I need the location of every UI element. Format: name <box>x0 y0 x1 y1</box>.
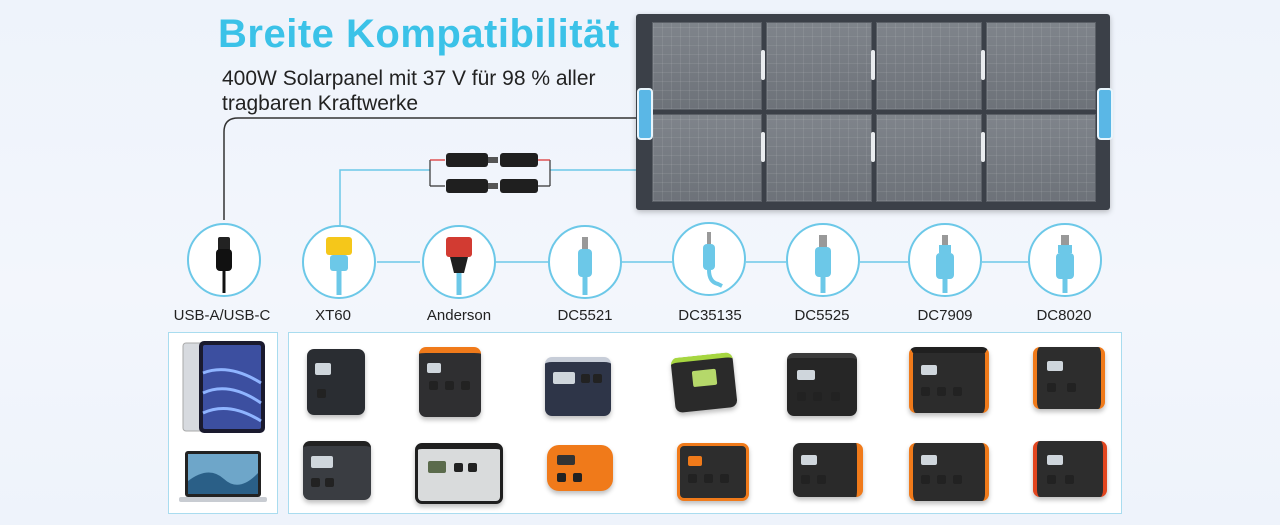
station-orange-jackery <box>909 347 989 413</box>
station-goalzero-yellow <box>415 443 503 504</box>
station-black-handle <box>787 353 857 416</box>
connector-label-dc35135: DC35135 <box>678 307 742 324</box>
station-gray-wide <box>303 441 371 500</box>
station-black-tall <box>307 349 365 415</box>
connector-usb <box>187 223 261 297</box>
connector-label-usb: USB-A/USB-C <box>173 307 271 324</box>
dc35135-plug-icon <box>703 232 723 288</box>
dc8020-plug-icon <box>1056 235 1074 293</box>
dc7909-plug-icon <box>936 235 954 293</box>
station-orange-rounded <box>547 445 613 491</box>
solar-panel <box>636 14 1113 210</box>
dc5521-plug-icon <box>578 237 592 295</box>
station-navy-handle <box>545 357 611 416</box>
connector-anderson <box>422 225 496 299</box>
connector-dc35135 <box>672 222 746 296</box>
laptop-icon <box>179 451 267 502</box>
anderson-plug-icon <box>446 237 472 295</box>
power-stations-box <box>288 332 1122 514</box>
station-red-small <box>1033 441 1107 497</box>
connector-xt60 <box>302 225 376 299</box>
connector-dc5525 <box>786 223 860 297</box>
subtitle-line-2: tragbaren Kraftwerke <box>222 92 419 115</box>
connector-label-dc7909: DC7909 <box>917 307 973 324</box>
xt60-plug-icon <box>326 237 352 295</box>
page-subtitle: 400W Solarpanel mit 37 V für 98 % aller … <box>222 66 632 116</box>
page-title: Breite Kompatibilität <box>218 12 620 56</box>
connector-dc5521 <box>548 225 622 299</box>
panel-handle-right <box>1097 88 1113 140</box>
station-black-orange-2 <box>793 443 863 497</box>
station-black-orange <box>419 347 481 417</box>
connector-dc8020 <box>1028 223 1102 297</box>
usb-devices-box <box>168 332 278 514</box>
mc4-connector-icon <box>446 153 538 193</box>
connector-label-dc5521: DC5521 <box>557 307 613 324</box>
dc5525-plug-icon <box>815 235 831 293</box>
usb-devices <box>179 341 267 502</box>
connector-label-anderson: Anderson <box>426 307 492 324</box>
connector-label-dc5525: DC5525 <box>794 307 850 324</box>
panel-handle-left <box>637 88 653 140</box>
station-orange-jackery-3 <box>909 443 989 501</box>
connector-label-dc8020: DC8020 <box>1036 307 1092 324</box>
connector-label-xt60: XT60 <box>315 307 351 324</box>
tablet-icon <box>182 341 265 433</box>
connector-dc7909 <box>908 223 982 297</box>
station-orange-jackery-2 <box>677 443 749 501</box>
station-orange-small <box>1033 347 1105 409</box>
station-green-compact <box>670 351 738 414</box>
usb-c-plug-icon <box>216 237 232 293</box>
subtitle-line-1: 400W Solarpanel mit 37 V für 98 % aller <box>222 67 596 90</box>
